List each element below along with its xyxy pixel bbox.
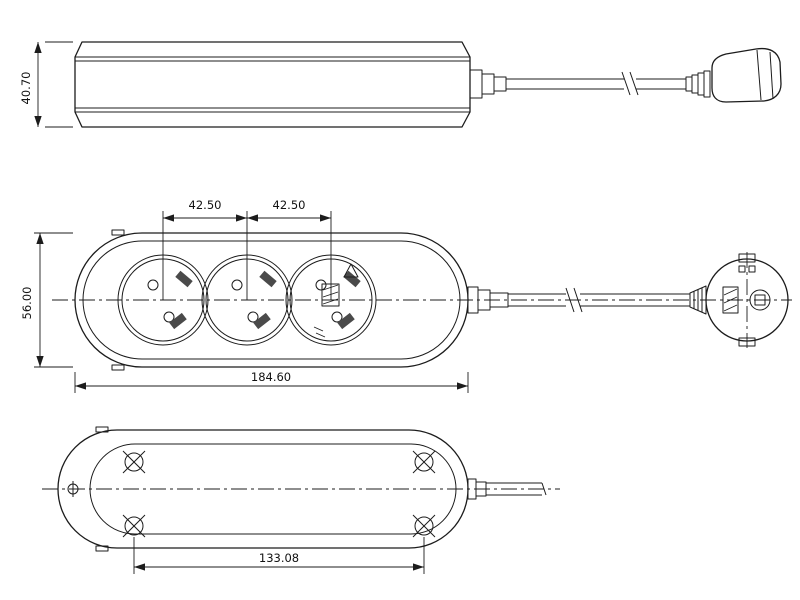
screw-hole — [412, 514, 436, 538]
dimension-label-body-width: 56.00 — [20, 287, 34, 320]
bottom-cable — [467, 478, 547, 500]
plug-grommet — [689, 285, 707, 315]
bottom-inner-outline — [89, 443, 457, 535]
dimension-body-length: 184.60 — [74, 370, 469, 393]
top-inner-outline — [82, 240, 461, 360]
side-plug-grommet — [685, 70, 711, 98]
pin-hole — [315, 279, 327, 291]
dimension-socket-pitch: 42.50 42.50 — [162, 198, 332, 300]
dimension-screw-spacing: 133.08 — [133, 537, 425, 574]
cable-break-mark — [629, 71, 639, 96]
dimension-label-side-height: 40.70 — [19, 72, 33, 105]
top-cable — [467, 285, 707, 315]
dimension-label-body-length: 184.60 — [251, 370, 291, 384]
dimension-side-height: 40.70 — [19, 41, 73, 128]
pin-hole — [147, 279, 159, 291]
screw-hole — [122, 450, 146, 474]
dimension-label-pitch-right: 42.50 — [273, 198, 306, 212]
dimension-body-width: 56.00 — [20, 232, 73, 368]
pin-hole — [231, 279, 243, 291]
top-clip-notch — [111, 364, 125, 371]
plug-rear-view — [705, 252, 789, 348]
side-plug-body — [711, 47, 782, 103]
pin-hole — [331, 311, 343, 323]
cable-break-mark — [573, 287, 583, 313]
pin-hole — [163, 311, 175, 323]
side-cable-connector — [469, 69, 686, 99]
top-view: 42.50 42.50 56.00 184.60 — [20, 198, 792, 393]
side-body-outline — [74, 41, 471, 128]
cable-break-mark — [565, 287, 575, 313]
screw-hole — [412, 450, 436, 474]
socket-2 — [201, 254, 293, 346]
dimension-label-screw-spacing: 133.08 — [259, 551, 299, 565]
screw-hole — [122, 514, 146, 538]
earth-clip — [259, 270, 277, 288]
bottom-view: 133.08 — [42, 426, 560, 574]
rating-label — [321, 283, 340, 307]
warning-triangle — [343, 263, 359, 278]
plug-marking — [738, 265, 746, 273]
marking-stroke — [313, 326, 324, 332]
bottom-clip-notch — [95, 545, 109, 552]
pin-hole — [247, 311, 259, 323]
earth-clip — [253, 312, 271, 330]
plug-marking — [748, 265, 756, 273]
plug-screw-boss — [749, 289, 771, 311]
earth-clip — [169, 312, 187, 330]
cable-break-mark — [621, 71, 631, 96]
socket-3 — [285, 254, 377, 346]
earth-clip — [343, 270, 361, 288]
marking-stroke — [315, 332, 326, 338]
dimension-label-pitch-left: 42.50 — [189, 198, 222, 212]
bottom-clip-notch — [95, 426, 109, 433]
side-view: 40.70 — [19, 41, 782, 128]
plug-cord-grip — [722, 286, 739, 314]
earth-clip — [175, 270, 193, 288]
top-clip-notch — [111, 229, 125, 236]
earth-clip — [337, 312, 355, 330]
